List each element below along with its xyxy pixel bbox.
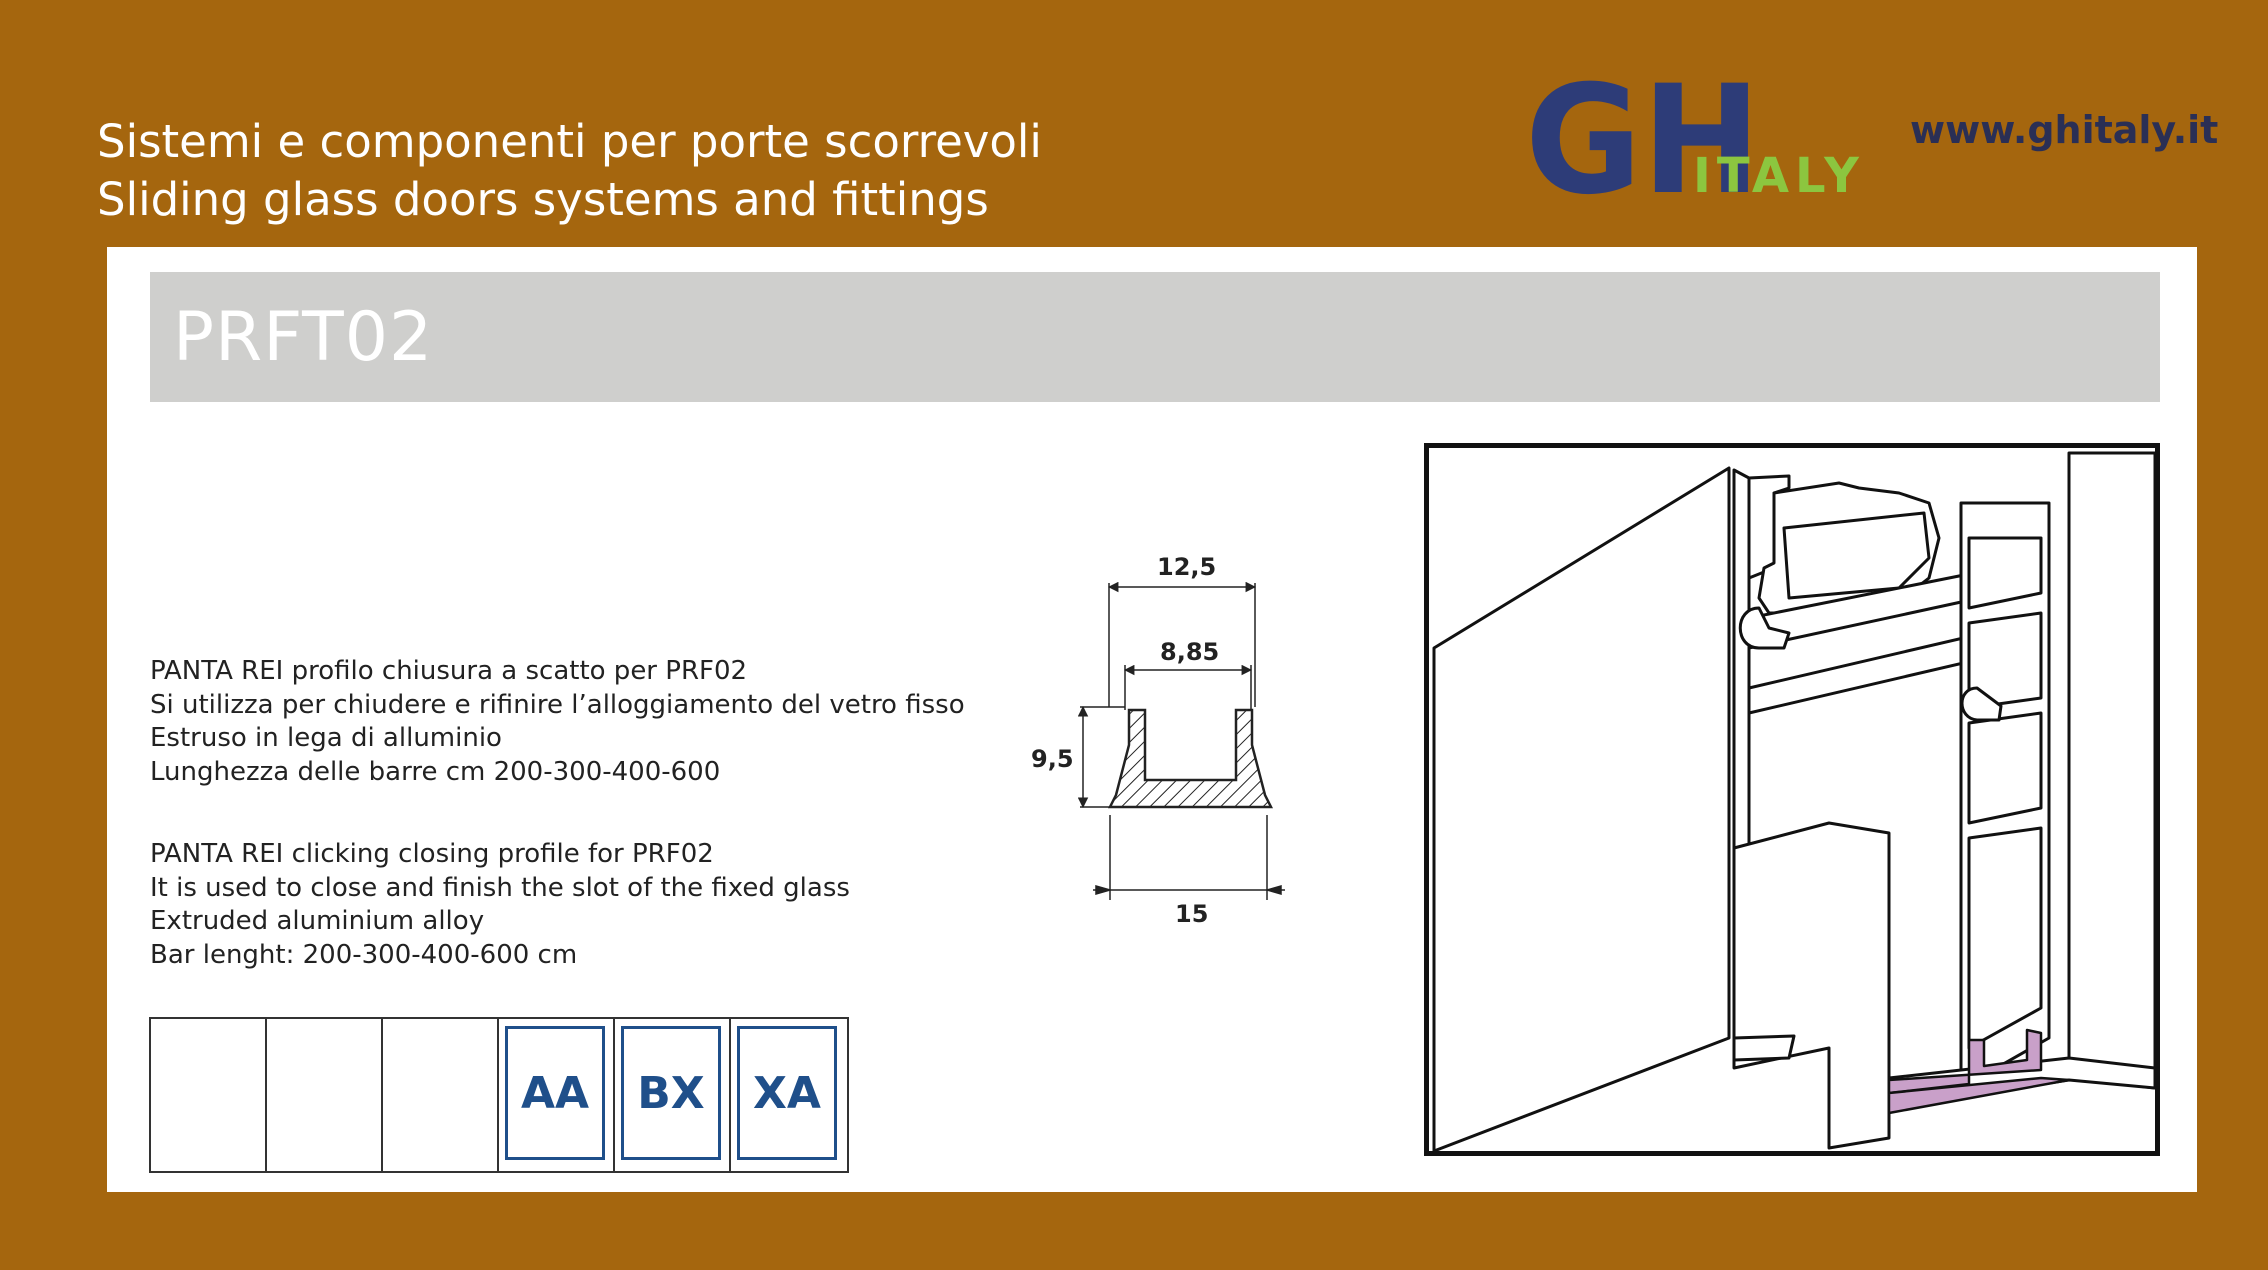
tagline-english: Sliding glass doors systems and fittings [97, 173, 989, 226]
description-english: PANTA REI clicking closing profile for P… [150, 838, 850, 972]
description-line: Si utilizza per chiudere e rifinire l’al… [150, 689, 965, 720]
tagline-italian: Sistemi e componenti per porte scorrevol… [97, 115, 1042, 168]
dim-height: 9,5 [1031, 745, 1074, 773]
website-link[interactable]: www.ghitaly.it [1910, 108, 2219, 152]
product-code: PRFT02 [173, 298, 434, 377]
section-view-illustration [1424, 443, 2160, 1156]
dim-inner-top: 8,85 [1160, 638, 1219, 666]
finish-code-cell [383, 1019, 499, 1171]
product-title-bar: PRFT02 [150, 272, 2160, 402]
dim-base: 15 [1175, 900, 1208, 928]
gh-italy-logo: GH ITALY [1525, 68, 1865, 198]
finish-code-cell [267, 1019, 383, 1171]
profile-dimension-drawing: 12,5 8,85 9,5 15 [1031, 553, 1285, 928]
description-line: It is used to close and finish the slot … [150, 872, 850, 903]
description-line: Extruded aluminium alloy [150, 906, 485, 936]
finish-code-cell: BX [615, 1019, 731, 1171]
finish-code-xa: XA [737, 1026, 837, 1160]
svg-text:GH: GH [1525, 68, 1761, 198]
finish-code-cell: XA [731, 1019, 847, 1171]
description-line: Estruso in lega di alluminio [150, 723, 502, 753]
finish-code-aa: AA [505, 1026, 605, 1160]
description-line: Lunghezza delle barre cm 200-300-400-600 [150, 756, 721, 787]
svg-text:ITALY: ITALY [1693, 148, 1865, 198]
section-view-drawing [1432, 451, 2155, 1151]
finish-codes-table: AA BX XA [149, 1017, 849, 1173]
finish-code-bx: BX [621, 1026, 721, 1160]
description-line: PANTA REI clicking closing profile for P… [150, 839, 714, 869]
dim-outer-top: 12,5 [1157, 553, 1216, 581]
finish-code-cell: AA [499, 1019, 615, 1171]
description-line: Bar lenght: 200-300-400-600 cm [150, 939, 578, 970]
description-italian: PANTA REI profilo chiusura a scatto per … [150, 655, 965, 789]
description-line: PANTA REI profilo chiusura a scatto per … [150, 656, 748, 686]
finish-code-cell [151, 1019, 267, 1171]
